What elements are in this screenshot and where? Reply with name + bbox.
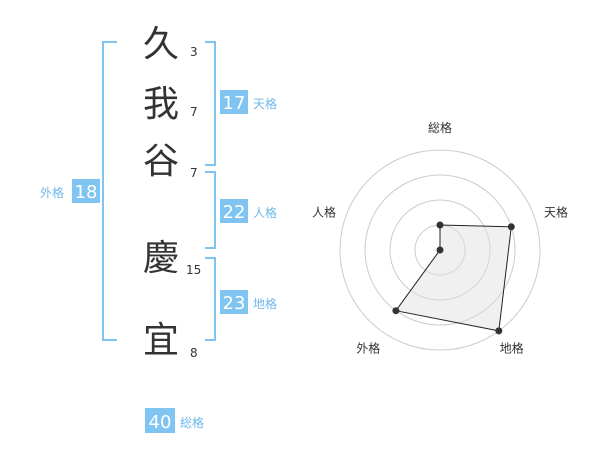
radar-axis-label-5: 人格 xyxy=(312,204,336,219)
name-character-1: 久 xyxy=(143,24,179,65)
gaikaku-bracket xyxy=(102,41,117,341)
radar-point-2 xyxy=(507,223,515,231)
gaikaku-score: 外格 18 xyxy=(40,179,100,203)
name-character-5: 宜 xyxy=(143,320,179,361)
jinkaku-value: 22 xyxy=(223,202,246,223)
chikaku-score: 23 地格 xyxy=(220,290,277,314)
radar-axis-label-2: 天格 xyxy=(544,204,568,219)
stroke-count-2: 7 xyxy=(190,105,198,119)
radar-area xyxy=(395,224,512,332)
radar-point-3 xyxy=(495,327,503,335)
name-character-3: 谷 xyxy=(143,141,179,182)
gaikaku-label: 外格 xyxy=(40,185,64,200)
tenkaku-label: 天格 xyxy=(253,96,277,111)
name-character-2: 我 xyxy=(143,84,179,125)
chikaku-label: 地格 xyxy=(253,296,277,311)
radar-ring-3 xyxy=(364,174,516,326)
soukaku-score: 40 総格 xyxy=(145,408,204,433)
jinkaku-bracket xyxy=(205,171,216,249)
jinkaku-score: 22 人格 xyxy=(220,199,277,223)
soukaku-box xyxy=(145,408,175,433)
name-characters: 久 3 我 7 谷 7 慶 15 宜 8 xyxy=(143,24,201,361)
tenkaku-box xyxy=(220,90,248,114)
chikaku-value: 23 xyxy=(223,293,246,314)
name-character-4: 慶 xyxy=(143,238,179,279)
gaikaku-box xyxy=(72,179,100,203)
radar-axis-label-3: 地格 xyxy=(500,341,524,356)
radar-axis-label-4: 外格 xyxy=(356,341,380,356)
tenkaku-score: 17 天格 xyxy=(220,90,277,114)
jinkaku-box xyxy=(220,199,248,223)
stroke-count-4: 15 xyxy=(186,263,201,277)
chikaku-box xyxy=(220,290,248,314)
radar-axis-label-1: 総格 xyxy=(428,120,452,135)
radar-ring-4 xyxy=(339,149,541,351)
radar-point-4 xyxy=(392,307,400,315)
stroke-count-3: 7 xyxy=(190,166,198,180)
jinkaku-label: 人格 xyxy=(253,205,277,220)
soukaku-value: 40 xyxy=(149,412,172,433)
tenkaku-value: 17 xyxy=(223,93,246,114)
radar-ring-2 xyxy=(389,199,491,301)
stroke-count-5: 8 xyxy=(190,346,198,360)
tenkaku-bracket xyxy=(205,41,216,166)
radar-point-5 xyxy=(436,246,444,254)
soukaku-label: 総格 xyxy=(180,415,204,430)
chikaku-bracket xyxy=(205,257,216,341)
gaikaku-value: 18 xyxy=(75,182,98,203)
stroke-count-1: 3 xyxy=(190,45,198,59)
radar-point-1 xyxy=(436,221,444,229)
